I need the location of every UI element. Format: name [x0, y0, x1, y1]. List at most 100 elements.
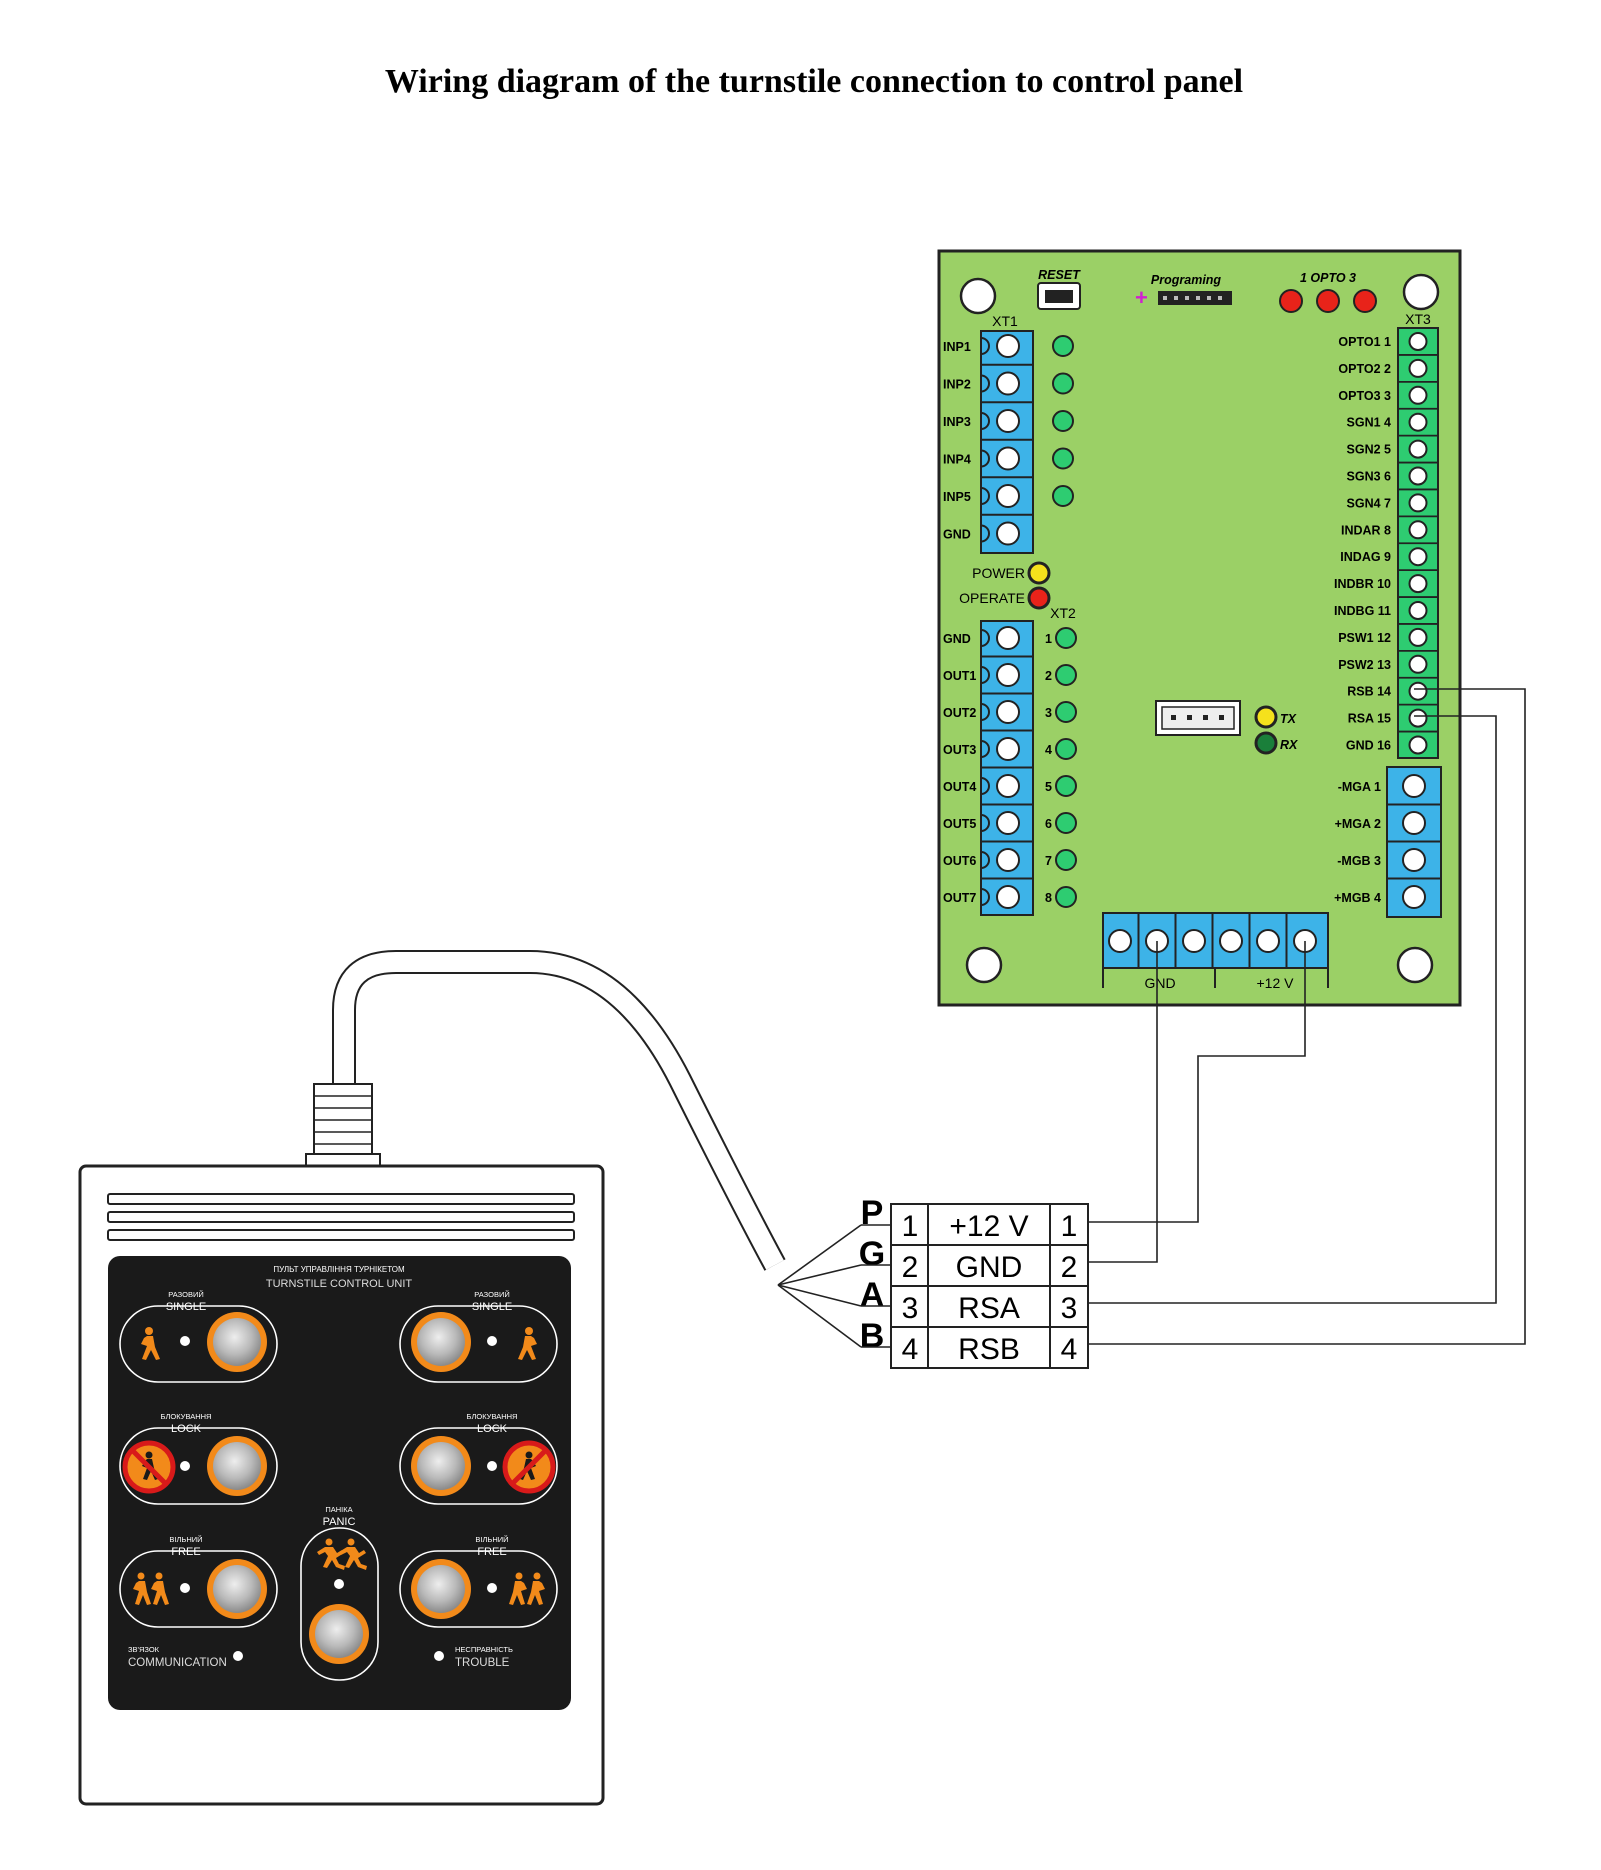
output-led — [1055, 664, 1077, 686]
page-title: Wiring diagram of the turnstile connecti… — [385, 63, 1243, 100]
panel-header-en: TURNSTILE CONTROL UNIT — [266, 1278, 413, 1290]
terminal-screw — [1408, 520, 1428, 540]
pin-signal: RSB — [958, 1333, 1020, 1366]
terminal-screw — [996, 446, 1020, 471]
terminal-screw — [996, 848, 1020, 872]
reset-button-cap — [1045, 290, 1073, 303]
terminal-screw — [1408, 547, 1428, 567]
wire-gnd — [1088, 941, 1158, 1263]
terminal-clamp — [980, 629, 990, 647]
terminal-screw — [996, 334, 1020, 358]
free-indicator-right — [487, 1583, 497, 1593]
xt3-pin-label: SGN1 4 — [1347, 416, 1392, 430]
mg-pin-label: -MGB 3 — [1337, 854, 1381, 868]
pin-letter: A — [860, 1276, 885, 1314]
terminal-screw — [1408, 439, 1428, 459]
terminal-screw — [996, 885, 1020, 909]
mounting-hole — [1402, 273, 1440, 311]
terminal-screw — [996, 737, 1020, 761]
terminal-block-xt1 — [980, 330, 1034, 554]
xt1-label: XT1 — [992, 313, 1018, 329]
single-button-left[interactable] — [207, 1312, 267, 1372]
xt3-pin-label: PSW2 13 — [1338, 658, 1391, 672]
operate-led — [1027, 586, 1051, 610]
xt2-pin-label: OUT1 — [943, 669, 976, 683]
panic-indicator — [334, 1579, 344, 1589]
programming-header — [1158, 291, 1232, 305]
terminal-screw — [1408, 574, 1428, 594]
panic-button[interactable] — [309, 1604, 369, 1664]
free-button-left[interactable] — [207, 1559, 267, 1619]
xt1-pin-label: INP1 — [943, 340, 971, 354]
terminal-screw — [996, 700, 1020, 724]
lock-no-pass-icon — [502, 1440, 556, 1494]
xt2-pin-label: OUT3 — [943, 743, 976, 757]
lock-button-right[interactable] — [411, 1436, 471, 1496]
single-group-right — [399, 1305, 558, 1383]
xt2-pin-label: OUT2 — [943, 706, 976, 720]
lock-button-left[interactable] — [207, 1436, 267, 1496]
terminal-clamp — [980, 777, 990, 795]
mg-pin-label: +MGA 2 — [1335, 817, 1381, 831]
xt3-pin-label: PSW1 12 — [1338, 631, 1391, 645]
mg-pin-label: +MGB 4 — [1334, 891, 1381, 905]
xt3-pin-label: RSB 14 — [1347, 685, 1391, 699]
pin-number-left: 1 — [902, 1210, 919, 1243]
vent-slot — [107, 1193, 575, 1205]
terminal-clamp — [980, 740, 990, 758]
xt2-pin-label: OUT7 — [943, 891, 976, 905]
single-group-left — [119, 1305, 278, 1383]
xt3-pin-label: OPTO2 2 — [1338, 362, 1391, 376]
output-led-number: 4 — [1045, 743, 1052, 757]
terminal-screw — [1219, 929, 1243, 953]
output-led — [1055, 886, 1077, 908]
terminal-screw — [1408, 493, 1428, 513]
vent-slot — [107, 1211, 575, 1223]
power-led — [1027, 561, 1051, 585]
lock-en-left: LOCK — [171, 1423, 202, 1435]
terminal-clamp — [980, 524, 990, 543]
free-button-right[interactable] — [411, 1559, 471, 1619]
lock-no-pass-icon — [122, 1440, 176, 1494]
terminal-clamp — [980, 814, 990, 832]
mounting-hole — [959, 277, 997, 315]
free-en-left: FREE — [171, 1546, 200, 1558]
terminal-clamp — [980, 703, 990, 721]
panel-header-ua: ПУЛЬТ УПРАВЛІННЯ ТУРНІКЕТОМ — [273, 1265, 405, 1274]
single-passage-icon — [141, 1327, 160, 1360]
xt3-pin-label: SGN2 5 — [1347, 443, 1392, 457]
panic-en: PANIC — [323, 1516, 356, 1528]
reset-label: RESET — [1038, 268, 1081, 282]
terminal-screw — [1402, 774, 1426, 798]
terminal-screw — [1408, 358, 1428, 378]
terminal-screw — [1408, 681, 1428, 701]
pin-number-right: 1 — [1061, 1210, 1078, 1243]
single-en-right: SINGLE — [472, 1301, 512, 1313]
pin-letter: G — [859, 1235, 885, 1273]
xt1-pin-label: INP2 — [943, 378, 971, 392]
communication-indicator — [233, 1651, 243, 1661]
terminal-clamp — [980, 412, 990, 430]
output-led-number: 5 — [1045, 780, 1052, 794]
single-indicator-left — [180, 1336, 190, 1346]
output-led-number: 7 — [1045, 854, 1052, 868]
lock-indicator-right — [487, 1461, 497, 1471]
terminal-block-power — [1102, 912, 1329, 969]
pin-number-left: 4 — [902, 1333, 919, 1366]
pin-number-left: 3 — [902, 1292, 919, 1325]
xt1-pin-label: GND — [943, 528, 971, 542]
pin-number-right: 2 — [1061, 1251, 1078, 1284]
mg-pin-label: -MGA 1 — [1338, 780, 1381, 794]
single-indicator-right — [487, 1336, 497, 1346]
output-led-number: 8 — [1045, 891, 1052, 905]
single-button-right[interactable] — [411, 1312, 471, 1372]
terminal-screw — [1408, 735, 1428, 755]
terminal-clamp — [980, 666, 990, 684]
terminal-screw — [1408, 627, 1428, 647]
wire-rsa — [1088, 715, 1497, 1304]
output-led — [1055, 849, 1077, 871]
terminal-screw — [996, 521, 1020, 546]
opto-header: 1 OPTO 3 — [1300, 271, 1356, 285]
control-board: RESET Programing + 1 OPTO 3 XT1 INP1INP2… — [937, 249, 1462, 1007]
